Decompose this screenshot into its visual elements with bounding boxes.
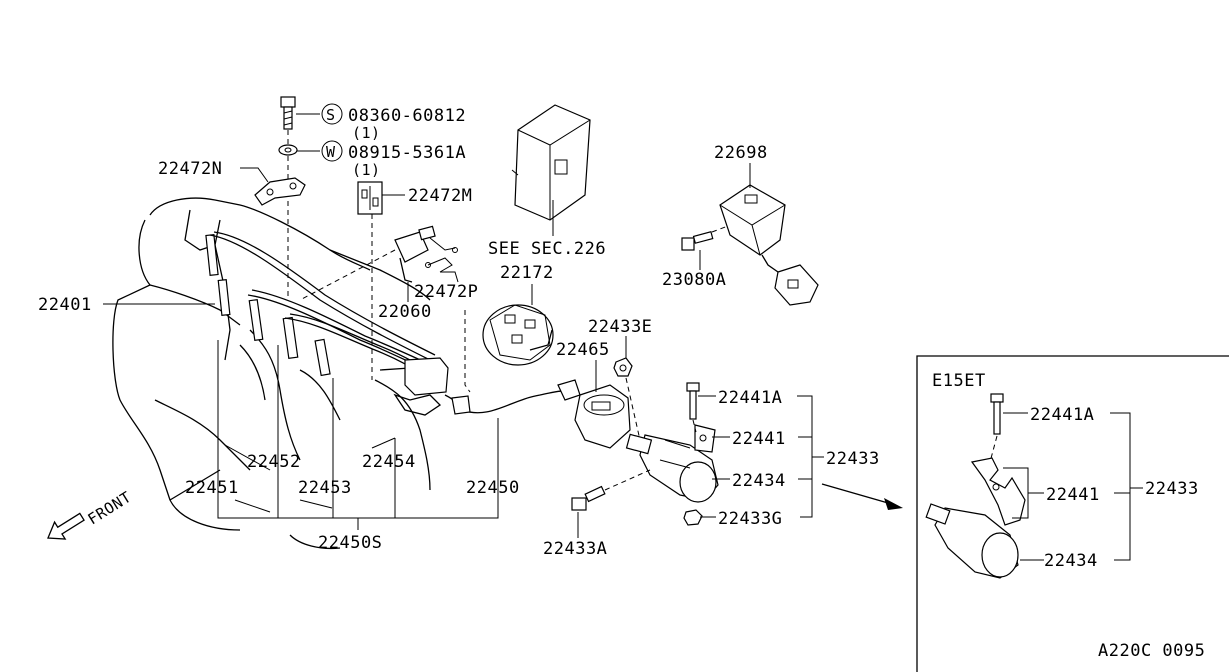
front-arrow-icon bbox=[47, 512, 85, 540]
bolt-icon bbox=[280, 96, 296, 130]
label-22698: 22698 bbox=[714, 143, 768, 163]
ecu-module-icon bbox=[511, 104, 591, 221]
inset-bracket-icon bbox=[970, 457, 1026, 526]
bolt-symbol: S bbox=[326, 106, 336, 124]
bolt-symbol-circle-icon bbox=[321, 103, 343, 125]
inset-label-22433: 22433 bbox=[1145, 479, 1199, 499]
label-22472p: 22472P bbox=[414, 282, 478, 302]
distributor-cap-icon bbox=[482, 304, 554, 366]
spark-plugs-22401 bbox=[205, 234, 331, 377]
bolt-22441a-icon bbox=[686, 382, 700, 420]
footer-code: A220C 0095 bbox=[1098, 641, 1205, 661]
engine-block-illustration bbox=[112, 197, 442, 550]
washer-symbol-circle-icon bbox=[321, 140, 343, 162]
label-22433: 22433 bbox=[826, 449, 880, 469]
label-22472m: 22472M bbox=[408, 186, 472, 206]
label-front: FRONT bbox=[85, 488, 135, 529]
inset-label-22434: 22434 bbox=[1044, 551, 1098, 571]
label-washer-qty: (1) bbox=[352, 161, 381, 179]
inset-title: E15ET bbox=[932, 371, 986, 391]
label-22433e: 22433E bbox=[588, 317, 652, 337]
label-22172: 22172 bbox=[500, 263, 554, 283]
inset-coil-icon bbox=[925, 503, 1019, 579]
label-22401: 22401 bbox=[38, 295, 92, 315]
inset-label-22441a: 22441A bbox=[1030, 405, 1094, 425]
label-08915-5361a: 08915-5361A bbox=[348, 143, 466, 163]
label-22450: 22450 bbox=[466, 478, 520, 498]
rotor-icon bbox=[574, 384, 631, 449]
module-22698-icon bbox=[719, 184, 819, 306]
washer-symbol: W bbox=[326, 143, 336, 161]
label-08360-60812: 08360-60812 bbox=[348, 106, 466, 126]
sensor-22060-icon bbox=[394, 225, 456, 283]
inset-bolt-icon bbox=[990, 393, 1004, 435]
bracket-22472n-icon bbox=[254, 177, 306, 206]
bolt-22433a-icon bbox=[571, 485, 606, 511]
screw-23080a-icon bbox=[681, 231, 714, 251]
inset-pointer-arrow bbox=[821, 483, 903, 510]
label-22451: 22451 bbox=[185, 478, 239, 498]
label-22454: 22454 bbox=[362, 452, 416, 472]
label-22433g: 22433G bbox=[718, 509, 782, 529]
label-23080a: 23080A bbox=[662, 270, 726, 290]
label-22434: 22434 bbox=[732, 471, 786, 491]
leader-lines bbox=[103, 113, 824, 538]
nut-22433e-icon bbox=[613, 357, 633, 377]
label-22060: 22060 bbox=[378, 302, 432, 322]
clip-22472p-icon bbox=[425, 247, 458, 273]
label-see-sec-226: SEE SEC.226 bbox=[488, 239, 606, 259]
label-bolt-qty: (1) bbox=[352, 124, 381, 142]
label-22472n: 22472N bbox=[158, 159, 222, 179]
label-22453: 22453 bbox=[298, 478, 352, 498]
inset-e15et-panel: E15ET 22441A 22441 22433 22434 bbox=[916, 355, 1229, 672]
nut-22433g-icon bbox=[683, 509, 703, 526]
bracket-22472m-icon bbox=[357, 181, 383, 215]
plug-wire-bundle bbox=[209, 231, 581, 415]
label-22441: 22441 bbox=[732, 429, 786, 449]
label-22450s: 22450S bbox=[318, 533, 382, 553]
bracket-22441-icon bbox=[694, 424, 716, 453]
label-22433a: 22433A bbox=[543, 539, 607, 559]
ignition-coil-22434-icon bbox=[625, 433, 719, 503]
washer-icon bbox=[278, 144, 298, 156]
label-22441a: 22441A bbox=[718, 388, 782, 408]
label-22465: 22465 bbox=[556, 340, 610, 360]
inset-label-22441: 22441 bbox=[1046, 485, 1100, 505]
label-22452: 22452 bbox=[247, 452, 301, 472]
